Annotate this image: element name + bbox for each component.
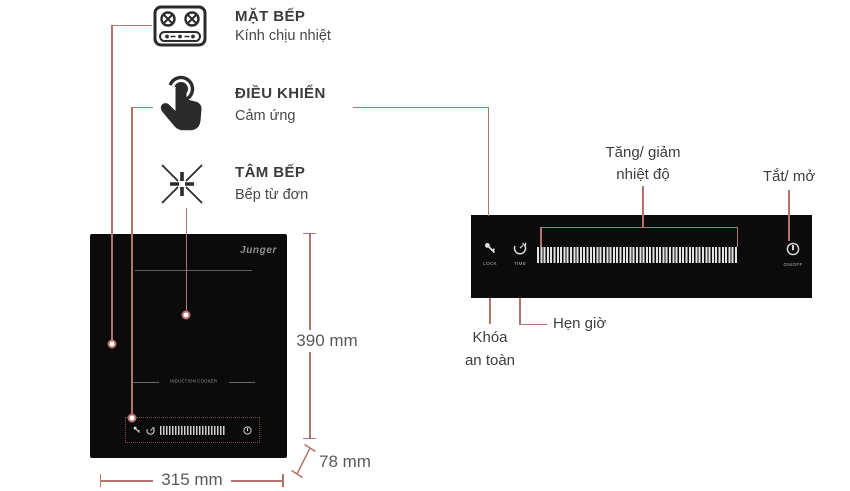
callout-marker-surface — [107, 339, 117, 349]
callout-timer: Hẹn giờ — [553, 315, 607, 332]
lock-button: LOCK — [475, 242, 505, 267]
legend-subtitle-control: Cảm ứng — [235, 108, 296, 124]
connector-line-panel-h — [353, 106, 489, 108]
callout-temperature-line1: Tăng/ giảm — [605, 144, 681, 161]
dimension-tick-height-bottom — [303, 437, 316, 439]
timer-label: TIME — [513, 261, 527, 267]
zone-line-right-segment — [228, 381, 255, 383]
connector-line-center-v — [185, 208, 187, 316]
legend-title-control: ĐIỀU KHIỂN — [235, 85, 326, 102]
legend-subtitle-surface: Kính chịu nhiệt — [235, 28, 331, 44]
callout-bracket-left-drop — [540, 226, 542, 247]
dimension-depth-label: 78 mm — [316, 451, 374, 473]
zone-line-left-segment — [133, 381, 160, 383]
callout-marker-control — [127, 413, 137, 423]
callout-safety-lock: Khóa an toàn — [438, 326, 542, 372]
legend-subtitle-center: Bếp từ đơn — [235, 187, 309, 203]
lock-icon — [484, 243, 495, 254]
connector-line-surface-h — [111, 24, 152, 26]
callout-line-timer-v — [519, 298, 521, 325]
power-label: ON/OFF — [783, 262, 803, 268]
cooking-zone-bottom-line: INDUCTION COOKER — [133, 379, 255, 385]
connector-line-control-h — [131, 106, 153, 108]
cooktop-control-strip — [125, 417, 260, 443]
timer-icon — [513, 242, 527, 255]
slider-bar-small — [160, 425, 226, 435]
callout-bracket-temperature — [540, 226, 738, 228]
callout-temperature-line2: nhiệt độ — [616, 166, 670, 183]
brand-logo: Junger — [240, 245, 277, 256]
dimension-height-label: 390 mm — [289, 330, 365, 352]
temperature-slider — [537, 247, 738, 263]
cooking-zone-top-line — [135, 270, 252, 271]
cooktop-surface-icon — [153, 5, 207, 47]
legend-title-center: TÂM BẾP — [235, 164, 306, 181]
callout-line-lock-v — [489, 298, 491, 324]
callout-safety-lock-line2: an toàn — [464, 352, 516, 369]
callout-line-power-v — [788, 190, 790, 241]
timer-icon — [146, 426, 155, 435]
connector-line-surface-v — [111, 24, 113, 345]
dimension-tick-width-left — [99, 474, 101, 487]
callout-power: Tắt/ mở — [762, 168, 816, 185]
callout-line-timer-h — [519, 323, 547, 325]
cooking-zone-label: INDUCTION COOKER — [170, 379, 218, 385]
callout-line-temperature-v — [642, 186, 644, 227]
callout-bracket-right-drop — [736, 226, 738, 247]
dimension-tick-width-right — [282, 474, 284, 487]
callout-marker-center — [181, 310, 191, 320]
timer-button: TIME — [505, 241, 535, 267]
dimension-tick-height-top — [303, 232, 316, 234]
connector-line-control-v — [131, 106, 133, 419]
cooktop-image: Junger INDUCTION COOKER — [90, 234, 287, 458]
burner-center-icon — [161, 164, 203, 204]
callout-temperature: Tăng/ giảm nhiệt độ — [565, 142, 721, 186]
control-panel: LOCK TIME ON/OFF — [471, 215, 812, 298]
power-icon — [786, 242, 800, 256]
dimension-width-label: 315 mm — [153, 469, 231, 491]
legend-title-surface: MẶT BẾP — [235, 8, 306, 25]
power-button: ON/OFF — [778, 242, 808, 268]
connector-line-panel-v — [487, 106, 489, 216]
power-icon-small — [243, 425, 252, 435]
lock-label: LOCK — [483, 261, 497, 267]
dimension-line-depth — [291, 443, 316, 479]
touch-control-icon — [160, 75, 202, 131]
callout-safety-lock-line1: Khóa — [472, 329, 508, 346]
lock-icon — [133, 426, 140, 433]
